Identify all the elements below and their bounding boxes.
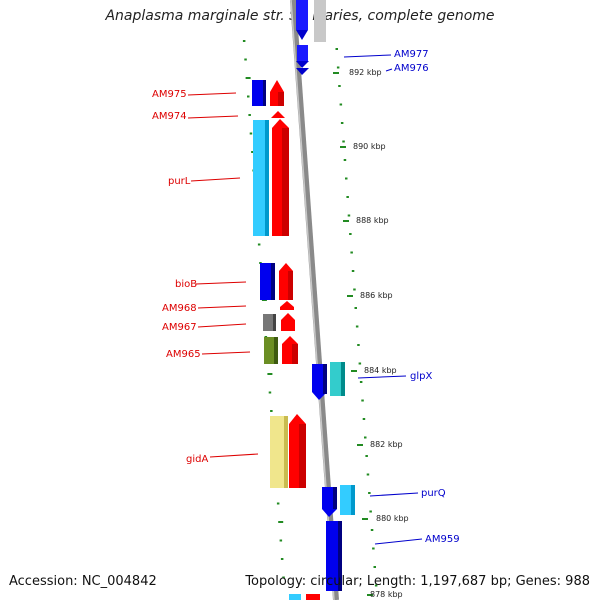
tick-mark: [278, 521, 284, 523]
tick-mark: [339, 103, 343, 106]
scale-label: 888 kbp: [356, 216, 389, 225]
gene-label: purL: [168, 176, 191, 187]
major-tick-mark: [343, 220, 349, 222]
tick-mark: [365, 455, 368, 457]
genome-summary: Topology: circular; Length: 1,197,687 bp…: [245, 574, 590, 589]
tick-mark: [244, 58, 247, 61]
tick-mark: [361, 399, 364, 402]
tick-mark: [280, 558, 284, 560]
tick-mark: [358, 362, 362, 365]
tick-mark: [248, 114, 251, 116]
tick-mark: [336, 66, 340, 69]
gene-block-am967: [263, 313, 295, 331]
major-tick-mark: [333, 72, 339, 74]
gene-block-am975: [252, 80, 284, 106]
tick-mark: [364, 436, 367, 439]
tick-mark: [372, 547, 375, 550]
scale-label: 890 kbp: [353, 142, 386, 151]
tick-mark: [346, 196, 349, 198]
gene-label: AM968: [162, 303, 197, 314]
gene-block-am965: [264, 336, 298, 364]
tick-mark: [350, 251, 353, 254]
gene-block-glpx: [312, 362, 345, 400]
gene-label: glpX: [410, 371, 432, 382]
tick-mark: [345, 177, 348, 180]
scale-label: 882 kbp: [370, 440, 403, 449]
tick-mark: [353, 288, 356, 291]
scale-label: 886 kbp: [360, 291, 393, 300]
tick-mark: [245, 77, 251, 79]
tick-mark: [374, 584, 378, 587]
tick-mark: [340, 122, 344, 124]
tick-mark: [338, 85, 341, 87]
gene-block-gida: [270, 414, 306, 488]
gene-label: AM959: [425, 534, 460, 545]
tick-mark: [242, 40, 246, 42]
major-tick-mark: [357, 444, 363, 446]
gene-am974: [271, 111, 285, 118]
tick-mark: [347, 214, 351, 217]
tick-mark: [270, 410, 273, 412]
tick-mark: [366, 473, 370, 476]
major-tick-mark: [351, 370, 357, 372]
gene-label: AM967: [162, 322, 197, 333]
accession-label: Accession: NC_004842: [9, 574, 157, 589]
gene-block-purl: [253, 119, 289, 236]
tick-mark: [357, 344, 360, 346]
gene-block-biob: [260, 263, 293, 300]
gene-block-top: [296, 0, 326, 75]
tick-mark: [349, 233, 352, 235]
tick-mark: [249, 132, 253, 135]
tick-mark: [257, 243, 261, 246]
scale-labels: 892 kbp 890 kbp 888 kbp 886 kbp 884 kbp …: [349, 68, 409, 599]
gene-label: bioB: [175, 279, 197, 290]
gene-block-purq: [322, 485, 355, 517]
tick-mark: [369, 510, 372, 513]
scale-label: 892 kbp: [349, 68, 382, 77]
gene-label: purQ: [421, 488, 446, 499]
tick-mark: [276, 502, 280, 505]
right-gene-labels: AM977 AM976 glpX purQ AM959: [343, 49, 460, 545]
scale-label: 880 kbp: [376, 514, 409, 523]
tick-mark: [373, 566, 376, 568]
tick-mark: [343, 159, 347, 161]
tick-mark: [354, 307, 357, 309]
tick-mark: [368, 492, 371, 494]
gene-block-am959: [326, 521, 342, 591]
tick-mark: [359, 381, 363, 383]
gene-label: AM975: [152, 89, 187, 100]
scale-label: 878 kbp: [370, 590, 403, 599]
gene-label: AM976: [394, 63, 429, 74]
scale-label: 884 kbp: [364, 366, 397, 375]
tick-mark: [282, 576, 285, 579]
gene-label: AM965: [166, 349, 201, 360]
tick-mark: [247, 95, 250, 98]
gene-block-bottom: [289, 594, 320, 600]
major-tick-mark: [347, 295, 353, 297]
major-tick-mark: [340, 146, 346, 148]
tick-mark: [362, 418, 366, 420]
major-tick-mark: [362, 518, 368, 520]
tick-mark: [370, 529, 374, 531]
tick-mark: [268, 391, 272, 394]
tick-mark: [335, 48, 338, 50]
tick-mark: [355, 325, 359, 328]
gene-label: AM974: [152, 111, 187, 122]
gene-label: gidA: [186, 454, 208, 465]
major-tick-mark: [367, 594, 373, 596]
tick-mark: [342, 140, 345, 143]
gene-label: AM977: [394, 49, 429, 60]
tick-mark: [351, 270, 355, 272]
tick-mark: [267, 373, 273, 375]
gene-am968: [280, 301, 294, 310]
left-gene-labels: AM975 AM974 purL bioB AM968 AM967 AM965 …: [152, 89, 259, 465]
tick-mark: [279, 539, 283, 542]
